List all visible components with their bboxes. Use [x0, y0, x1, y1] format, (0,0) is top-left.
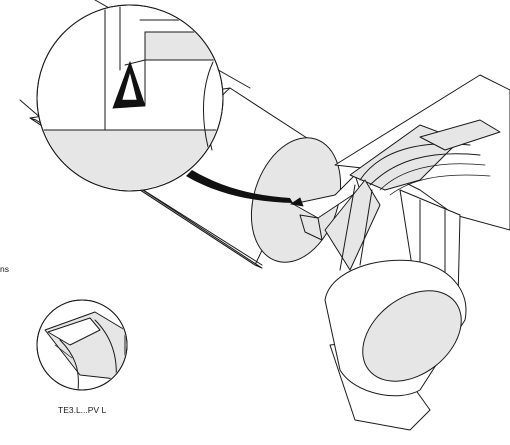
cutting-insert — [289, 174, 361, 241]
inset-caption: TE3.L...PV L — [58, 405, 107, 415]
side-label: ns — [0, 264, 9, 274]
lower-wheel — [324, 259, 467, 397]
inset-detail-circle — [36, 299, 128, 391]
